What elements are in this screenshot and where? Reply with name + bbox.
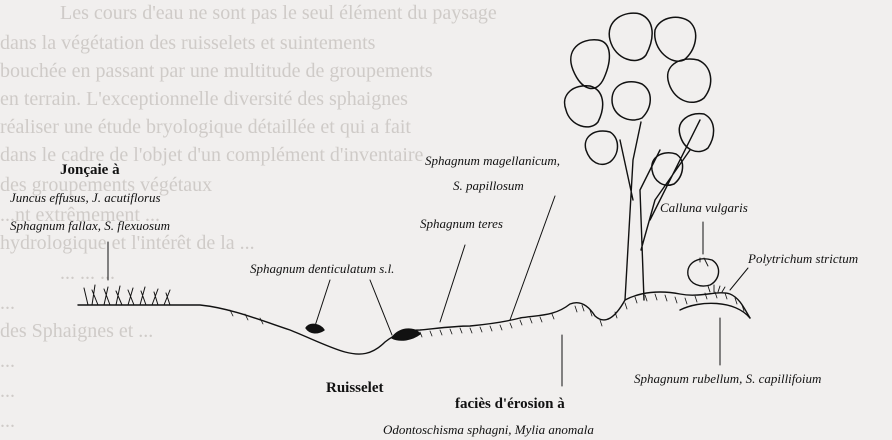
rush-tuft [84, 285, 170, 305]
hummock [680, 303, 750, 318]
label-sphagnum-teres: Sphagnum teres [420, 216, 503, 232]
label-sphagnum-denticulatum: Sphagnum denticulatum s.l. [250, 261, 394, 277]
label-ruisselet: Ruisselet [326, 380, 384, 397]
label-calluna-vulgaris: Calluna vulgaris [660, 200, 748, 216]
polytrichum-tuft [708, 285, 725, 292]
label-erosion-title: faciès d'érosion à [455, 396, 565, 413]
tree-crown [565, 13, 714, 185]
moss-clump [392, 329, 420, 340]
label-sphagnum-papillosum: S. papillosum [453, 178, 524, 194]
ground-profile [78, 292, 750, 354]
label-erosion-species: Odontoschisma sphagni, Mylia anomala [383, 422, 594, 438]
label-joncaie-line1: Juncus effusus, J. acutiflorus [10, 190, 161, 206]
label-joncaie-title: Jonçaie à [60, 162, 120, 179]
label-sphagnum-magellanicum: Sphagnum magellanicum, [425, 153, 560, 169]
label-joncaie-line2: Sphagnum fallax, S. flexuosum [10, 218, 170, 234]
calluna-shrub [688, 259, 719, 286]
label-sphagnum-rubellum: Sphagnum rubellum, S. capillifoium [634, 371, 821, 387]
label-polytrichum-strictum: Polytrichum strictum [748, 251, 858, 267]
